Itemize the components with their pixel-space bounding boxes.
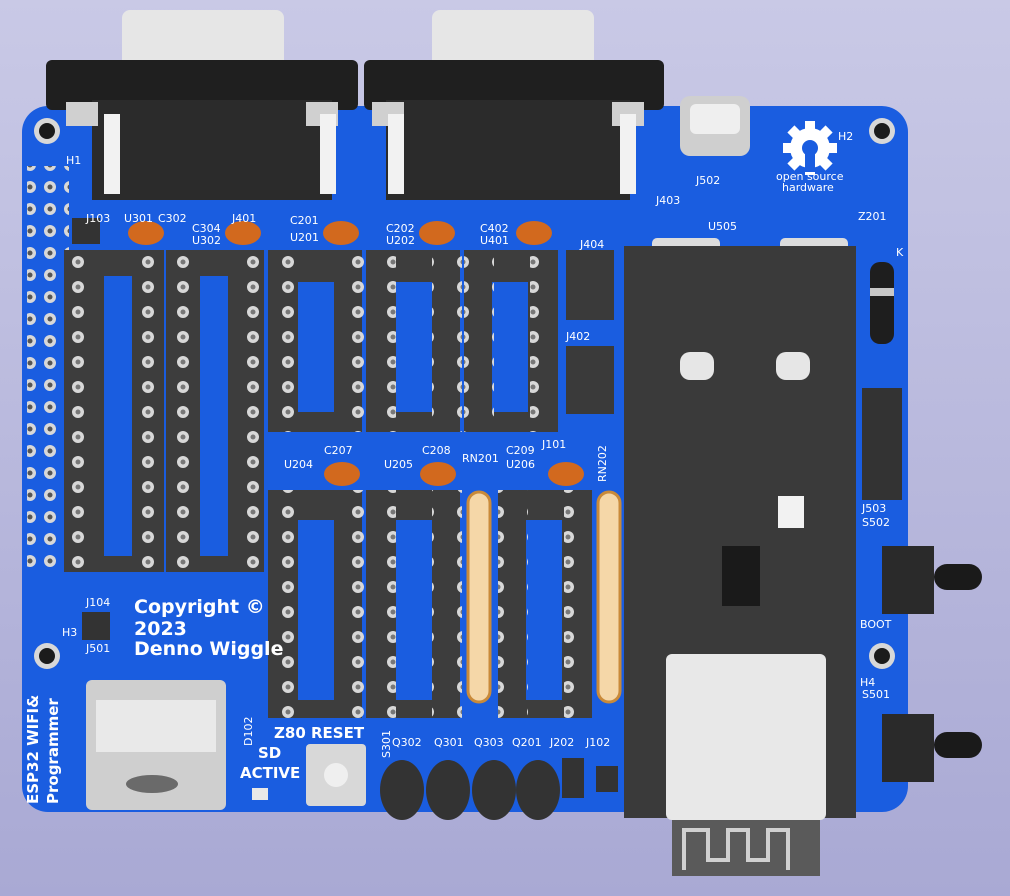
micro-sd-socket bbox=[86, 680, 226, 810]
ref-c202: C202 bbox=[386, 222, 415, 235]
pin-header-j103 bbox=[72, 218, 100, 244]
label-z80-reset: Z80 RESET bbox=[274, 724, 365, 742]
copyright-line3: Denno Wiggle bbox=[134, 638, 284, 660]
ic-socket-u202 bbox=[366, 250, 462, 432]
ref-u401: U401 bbox=[480, 234, 510, 247]
ref-h4: H4 bbox=[860, 676, 876, 689]
pin-header-j404 bbox=[566, 250, 614, 320]
ref-u301: U301 bbox=[124, 212, 154, 225]
tact-switch-s501 bbox=[882, 714, 982, 782]
db9-connector-left bbox=[46, 10, 358, 200]
pin-header-j104 bbox=[82, 612, 110, 640]
ceramic-capacitors bbox=[128, 221, 584, 486]
ref-q301: Q301 bbox=[434, 736, 464, 749]
ref-j502: J502 bbox=[696, 174, 721, 187]
ref-u205: U205 bbox=[384, 458, 414, 471]
ref-j101: J101 bbox=[542, 438, 567, 451]
diode-z201 bbox=[870, 262, 894, 344]
ref-q302: Q302 bbox=[392, 736, 422, 749]
left-header bbox=[27, 166, 69, 576]
resistor-network-rn201 bbox=[466, 490, 492, 704]
ref-c304: C304 bbox=[192, 222, 221, 235]
ref-u202: U202 bbox=[386, 234, 416, 247]
esp-label-line2: Programmer bbox=[44, 698, 62, 804]
ref-c402: C402 bbox=[480, 222, 509, 235]
ref-rn202: RN202 bbox=[596, 445, 609, 482]
pin-header-j102 bbox=[596, 766, 618, 792]
mounting-holes bbox=[34, 118, 895, 669]
copyright-line1: Copyright © bbox=[134, 596, 265, 618]
ic-socket-u302 bbox=[166, 250, 264, 572]
gear-icon bbox=[783, 121, 837, 175]
ref-h3: H3 bbox=[62, 626, 78, 639]
ref-z201: Z201 bbox=[858, 210, 887, 223]
ic-socket-u301 bbox=[64, 250, 164, 572]
ref-k: K bbox=[896, 246, 904, 259]
label-sd: SD bbox=[258, 744, 282, 762]
ref-j401: J401 bbox=[232, 212, 257, 225]
ref-q201: Q201 bbox=[512, 736, 542, 749]
pin-header-j202 bbox=[562, 758, 584, 798]
ic-socket-u204 bbox=[268, 490, 364, 718]
pin-header-j503 bbox=[862, 388, 902, 500]
ref-h2: H2 bbox=[838, 130, 854, 143]
ref-s502: S502 bbox=[862, 516, 890, 529]
ref-j103: J103 bbox=[86, 212, 111, 225]
ref-j102: J102 bbox=[586, 736, 611, 749]
ref-c208: C208 bbox=[422, 444, 451, 457]
label-active: ACTIVE bbox=[240, 764, 301, 782]
transistors bbox=[380, 760, 560, 820]
ref-u505: U505 bbox=[708, 220, 738, 233]
esp-label-line1: ESP32 WIFI& bbox=[24, 694, 42, 804]
ref-c209: C209 bbox=[506, 444, 535, 457]
db9-connector-right bbox=[364, 10, 664, 200]
ref-j404: J404 bbox=[580, 238, 605, 251]
ref-j104: J104 bbox=[86, 596, 111, 609]
ic-socket-u206 bbox=[498, 490, 594, 718]
ref-s501: S501 bbox=[862, 688, 890, 701]
ref-c302: C302 bbox=[158, 212, 187, 225]
pin-header-j402 bbox=[566, 346, 614, 414]
ref-h1: H1 bbox=[66, 154, 82, 167]
led-d102 bbox=[252, 788, 268, 800]
ref-j501: J501 bbox=[86, 642, 111, 655]
ref-d102: D102 bbox=[242, 716, 255, 746]
tact-switch-s502 bbox=[882, 546, 982, 614]
ref-rn201: RN201 bbox=[462, 452, 499, 465]
ref-u204: U204 bbox=[284, 458, 314, 471]
ic-socket-u201 bbox=[268, 250, 364, 432]
ic-socket-u401 bbox=[464, 250, 560, 432]
ref-u302: U302 bbox=[192, 234, 222, 247]
ref-c207: C207 bbox=[324, 444, 353, 457]
ref-j402: J402 bbox=[566, 330, 591, 343]
ic-socket-u205 bbox=[366, 490, 462, 718]
ref-j403: J403 bbox=[656, 194, 681, 207]
resistor-network-rn202 bbox=[596, 490, 622, 704]
ref-u206: U206 bbox=[506, 458, 536, 471]
osh-line1: open source bbox=[776, 170, 844, 183]
ref-q303: Q303 bbox=[474, 736, 504, 749]
label-boot: BOOT bbox=[860, 618, 892, 631]
ref-j503: J503 bbox=[862, 502, 887, 515]
esp32-rf-shield bbox=[666, 654, 826, 820]
osh-line2: hardware bbox=[782, 181, 834, 194]
copyright-line2: 2023 bbox=[134, 618, 187, 640]
ref-c201: C201 bbox=[290, 214, 319, 227]
ref-u201: U201 bbox=[290, 231, 320, 244]
ref-j202: J202 bbox=[550, 736, 575, 749]
